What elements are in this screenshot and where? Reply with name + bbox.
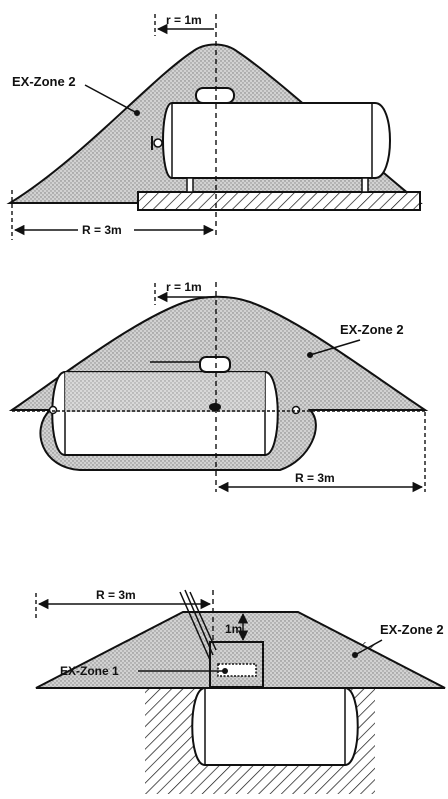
small-radius-label: r = 1m [166,280,202,294]
manhole-dome [199,356,231,373]
foundation-slab [137,191,421,211]
diagram-underground: R = 3m 1m EX-Zone 2 EX-Zone 1 [35,588,446,794]
tank-buried [48,356,301,456]
valve-icon [48,405,58,415]
zone-label-leader [309,339,361,356]
tank-underground [191,687,359,766]
valve-icon [291,405,301,415]
zone-label-leader [84,84,138,114]
diagram-partly-buried: r = 1m EX-Zone 2 R = 3m [8,280,429,493]
zone-2-leader [354,639,383,656]
manhole-dome [195,87,235,104]
zone-2-label: EX-Zone 2 [380,622,444,637]
large-radius-label: R = 3m [295,471,335,485]
height-label: 1m [225,622,242,636]
large-radius-label: R = 3m [96,588,136,602]
zone-label: EX-Zone 2 [12,74,76,89]
tank-horizontal [151,87,391,193]
diagram-above-ground: EX-Zone 2 r = 1m R = 3m [6,13,423,240]
small-radius-label: r = 1m [166,13,202,27]
zone-1-label: EX-Zone 1 [60,664,119,678]
large-radius-label: R = 3m [82,223,122,237]
valve-icon [153,138,163,148]
zone-label: EX-Zone 2 [340,322,404,337]
